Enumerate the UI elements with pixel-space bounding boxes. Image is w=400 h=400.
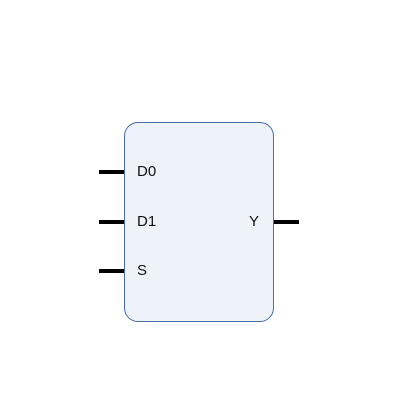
output-pin-y-line [274,220,299,224]
input-pin-d1-line [99,220,124,224]
input-pin-d0-line [99,170,124,174]
multiplexer-block [124,122,274,322]
output-pin-y-label: Y [249,213,260,230]
input-pin-s-label: S [137,262,148,279]
input-pin-d1-label: D1 [137,213,157,230]
input-pin-s-line [99,269,124,273]
input-pin-d0-label: D0 [137,163,157,180]
